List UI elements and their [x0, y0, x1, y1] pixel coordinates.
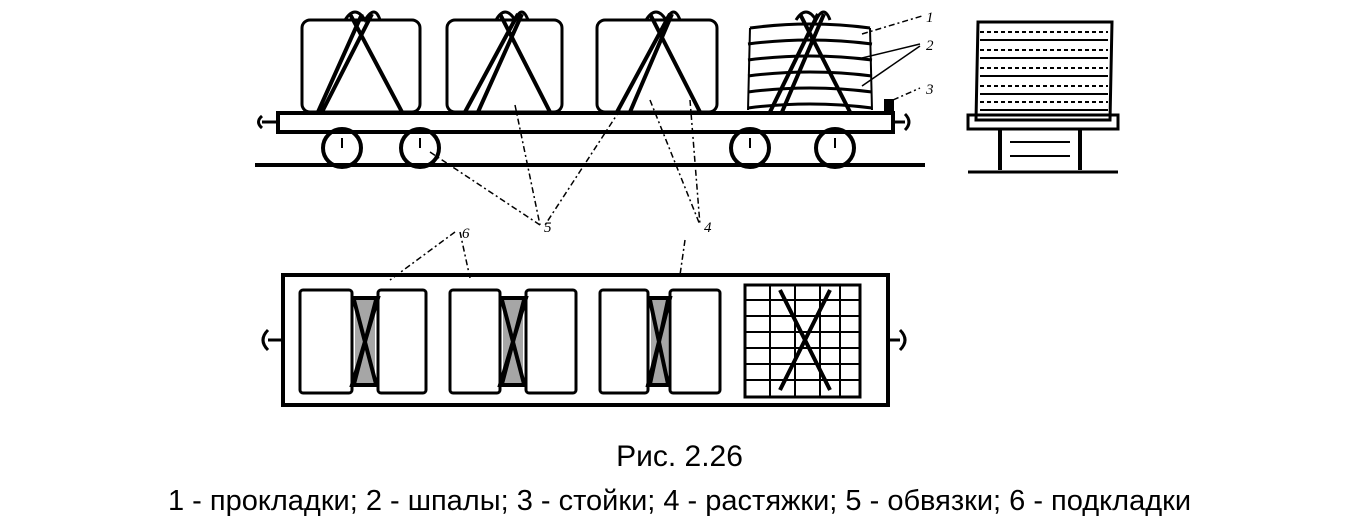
end-view: [966, 20, 1120, 174]
callout-5: 5: [544, 220, 552, 236]
callout-leaders-side: [861, 15, 923, 101]
callout-4: 4: [704, 220, 712, 236]
figure-caption-legend: 1 - прокладки; 2 - шпалы; 3 - стойки; 4 …: [167, 485, 1192, 517]
coupler-right: [893, 112, 911, 132]
wheels: [321, 127, 856, 169]
cargo-bale: [445, 10, 564, 114]
plan-bale: [298, 288, 428, 395]
platform-loading-diagram: 1 2 3 5 4 6: [255, 10, 1120, 407]
plan-sack-stack: [743, 283, 862, 399]
callout-1: 1: [926, 10, 934, 26]
callout-2: 2: [926, 38, 934, 54]
coupler-left: [257, 114, 278, 130]
plan-bale: [598, 288, 722, 395]
cargo-bale: [595, 10, 719, 114]
stake: [884, 99, 894, 113]
plan-view: [261, 273, 907, 407]
figure-caption-title: Рис. 2.26: [616, 440, 743, 473]
platform-deck: [276, 111, 895, 134]
sack-stack: [747, 10, 873, 113]
plan-bale: [448, 288, 578, 395]
callout-6: 6: [462, 226, 470, 242]
cargo-bale: [300, 10, 422, 114]
side-view: 1 2 3: [255, 10, 1120, 174]
callout-leaders-middle: [389, 99, 701, 281]
callout-3: 3: [925, 82, 934, 98]
